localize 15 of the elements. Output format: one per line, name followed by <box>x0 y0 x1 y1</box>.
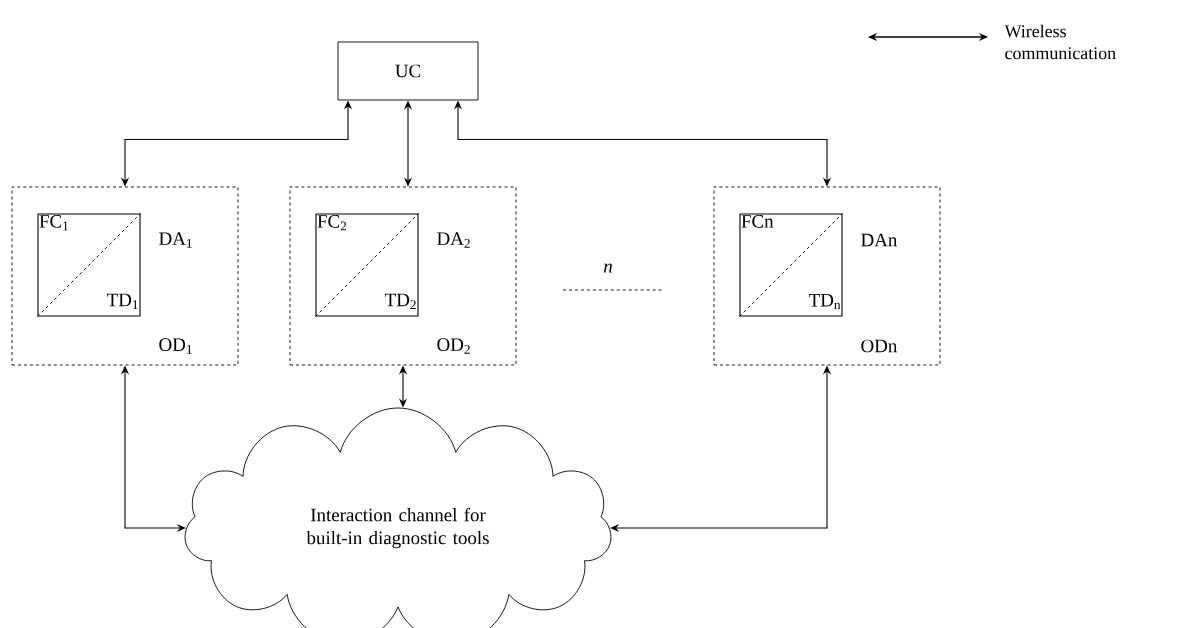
component-label: DAn <box>861 233 898 247</box>
component-label: TD$_{n}$ <box>809 294 841 309</box>
component-label: OD$_{2}$ <box>437 338 470 354</box>
component-label: OD$_{1}$ <box>159 338 192 354</box>
component-label: TD$_{2}$ <box>385 293 416 309</box>
component-label: DA$_{2}$ <box>437 232 470 248</box>
count-label: n <box>603 263 612 273</box>
component-label: DA$_{1}$ <box>159 232 192 248</box>
component-label: FC$_{2}$ <box>317 215 347 231</box>
component-label: FC$_{1}$ <box>39 215 68 231</box>
component-label: FCn <box>741 215 774 228</box>
process-box: UC <box>337 41 479 101</box>
component-label: TD$_{1}$ <box>107 293 138 309</box>
legend-label: Wireless communication <box>1004 24 1116 60</box>
component-label: ODn <box>861 339 898 353</box>
